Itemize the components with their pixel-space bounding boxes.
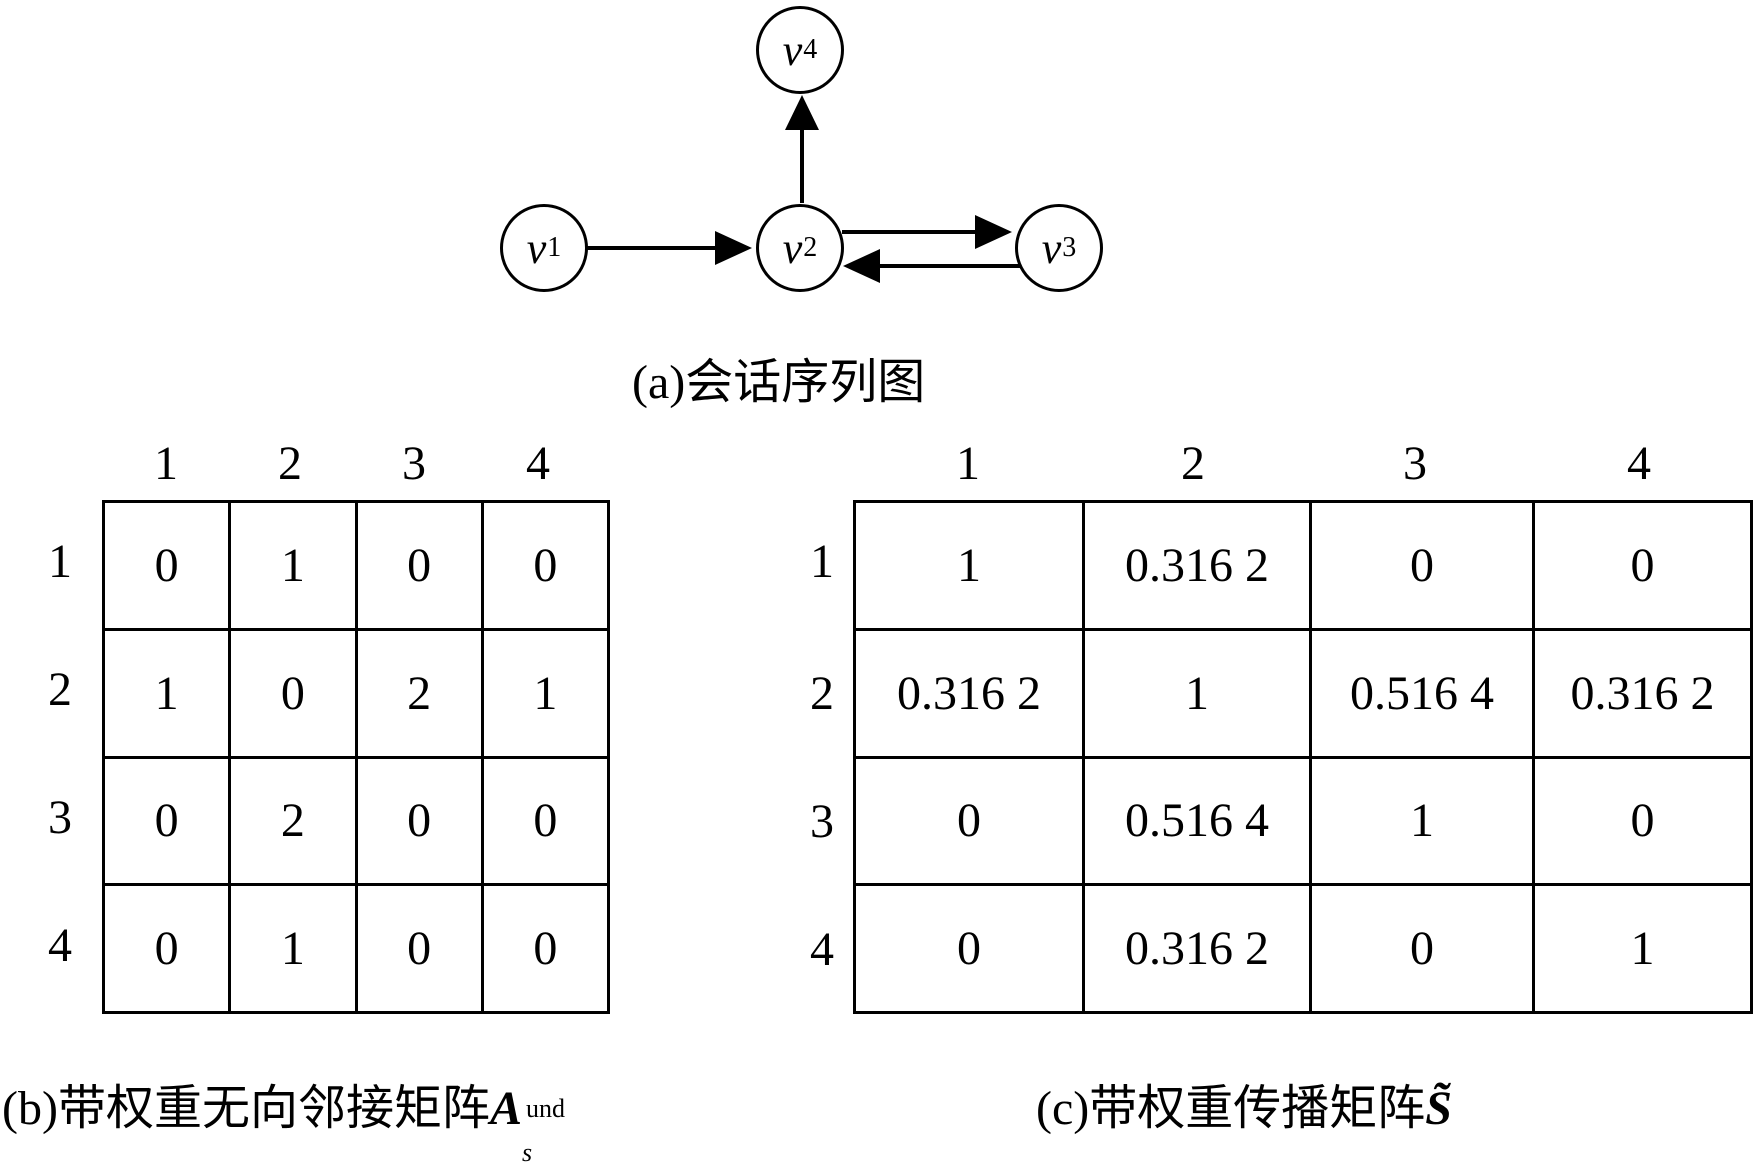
matrix-cell: 0.516 4	[1082, 755, 1312, 887]
matrix-c-col-header-2: 2	[1181, 437, 1205, 490]
matrix-cell: 0.316 2	[1082, 500, 1312, 631]
matrix-c-row-header-4: 4	[810, 923, 834, 976]
table-row: 0 0.316 2 0 1	[853, 883, 1753, 1014]
table-row: 0.316 2 1 0.516 4 0.316 2	[853, 627, 1753, 759]
matrix-cell: 0.316 2	[853, 627, 1085, 759]
matrix-b-row-header-4: 4	[48, 919, 72, 972]
matrix-cell: 0	[480, 883, 611, 1014]
matrix-b-row-header-2: 2	[48, 663, 72, 716]
matrix-c-col-header-3: 3	[1403, 437, 1427, 490]
caption-c: (c)带权重传播矩阵S̃	[1036, 1082, 1452, 1135]
matrix-cell: 0	[1532, 500, 1753, 631]
matrix-b-col-header-2: 2	[278, 437, 302, 490]
edge-v2-v4	[785, 95, 819, 203]
matrix-cell: 0.516 4	[1309, 627, 1535, 759]
matrix-cell: 0	[480, 755, 611, 887]
table-row: 0 0.516 4 1 0	[853, 755, 1753, 887]
matrix-cell: 2	[354, 627, 484, 759]
table-row: 0 1 0 0	[101, 500, 611, 631]
matrix-cell: 0	[354, 500, 484, 631]
matrix-c-col-header-4: 4	[1627, 437, 1651, 490]
edge-v3-v2	[843, 249, 1022, 283]
matrix-b-col-header-3: 3	[402, 437, 426, 490]
edge-v2-v3	[842, 215, 1012, 249]
table-row: 1 0.316 2 0 0	[853, 500, 1753, 631]
matrix-cell: 0	[1532, 755, 1753, 887]
table-row: 1 0 2 1	[101, 627, 611, 759]
matrix-cell: 0	[228, 627, 358, 759]
caption-a: (a)会话序列图	[632, 356, 926, 409]
matrix-cell: 0	[480, 500, 611, 631]
matrix-cell: 0	[853, 755, 1085, 887]
matrix-cell: 1	[1082, 627, 1312, 759]
matrix-cell: 1	[1309, 755, 1535, 887]
session-graph-edges	[578, 95, 1022, 283]
matrix-cell: 1	[228, 883, 358, 1014]
matrix-cell: 0	[354, 883, 484, 1014]
matrix-cell: 0.316 2	[1082, 883, 1312, 1014]
matrix-cell: 0	[101, 500, 232, 631]
matrix-b-row-header-3: 3	[48, 791, 72, 844]
matrix-cell: 1	[1532, 883, 1753, 1014]
matrix-cell: 1	[101, 627, 232, 759]
matrix-cell: 0	[101, 883, 232, 1014]
table-row: 0 1 0 0	[101, 883, 611, 1014]
matrix-b-col-header-1: 1	[154, 437, 178, 490]
matrix-cell: 0	[354, 755, 484, 887]
matrix-cell: 1	[480, 627, 611, 759]
matrix-cell: 0	[1309, 500, 1535, 631]
matrix-cell: 0	[101, 755, 232, 887]
matrix-c-col-header-1: 1	[956, 437, 980, 490]
matrix-cell: 2	[228, 755, 358, 887]
edge-v1-v2	[578, 231, 752, 265]
matrix-cell: 1	[853, 500, 1085, 631]
matrix-cell: 1	[228, 500, 358, 631]
matrix-b: 0 1 0 0 1 0 2 1 0 2 0 0 0 1 0 0	[101, 500, 611, 1014]
matrix-b-col-header-4: 4	[526, 437, 550, 490]
matrix-cell: 0	[853, 883, 1085, 1014]
matrix-cell: 0.316 2	[1532, 627, 1753, 759]
matrix-c-row-header-2: 2	[810, 667, 834, 720]
matrix-c-row-header-3: 3	[810, 795, 834, 848]
matrix-c: 1 0.316 2 0 0 0.316 2 1 0.516 4 0.316 2 …	[853, 500, 1753, 1014]
matrix-c-row-header-1: 1	[810, 535, 834, 588]
matrix-b-row-header-1: 1	[48, 535, 72, 588]
table-row: 0 2 0 0	[101, 755, 611, 887]
matrix-cell: 0	[1309, 883, 1535, 1014]
